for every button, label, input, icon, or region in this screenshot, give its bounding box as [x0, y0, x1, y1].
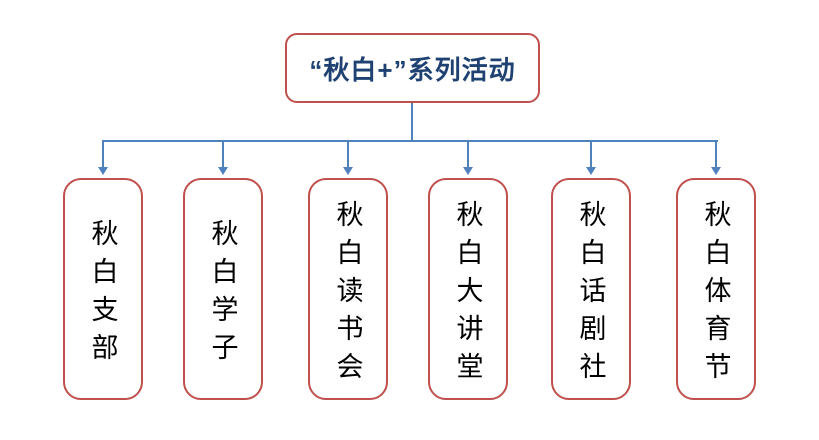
arrow-down-icon — [218, 167, 228, 175]
connector-horizontal-line — [102, 140, 718, 142]
connector-branch-6 — [711, 140, 721, 175]
root-node[interactable]: “秋白+”系列活动 — [285, 33, 540, 103]
connector-branch-1 — [98, 140, 108, 175]
arrow-down-icon — [98, 167, 108, 175]
connector-branch-2 — [218, 140, 228, 175]
branch-node-label: 秋白大讲堂 — [452, 199, 483, 390]
arrow-down-icon — [343, 167, 353, 175]
branch-node-label: 秋白体育节 — [700, 199, 731, 390]
connector-branch-3 — [343, 140, 353, 175]
connector-branch-4 — [463, 140, 473, 175]
arrow-down-icon — [463, 167, 473, 175]
branch-node-1[interactable]: 秋白支部 — [63, 178, 143, 400]
branch-node-3[interactable]: 秋白读书会 — [308, 178, 388, 400]
branch-node-label: 秋白支部 — [87, 218, 118, 371]
branch-node-4[interactable]: 秋白大讲堂 — [428, 178, 508, 400]
branch-node-6[interactable]: 秋白体育节 — [676, 178, 756, 400]
root-node-label: “秋白+”系列活动 — [309, 54, 516, 85]
branch-node-2[interactable]: 秋白学子 — [183, 178, 263, 400]
branch-node-5[interactable]: 秋白话剧社 — [551, 178, 631, 400]
arrow-down-icon — [711, 167, 721, 175]
arrow-down-icon — [586, 167, 596, 175]
branch-node-label: 秋白话剧社 — [575, 199, 606, 390]
connector-stem — [411, 103, 413, 141]
branch-node-label: 秋白读书会 — [332, 199, 363, 390]
connector-branch-5 — [586, 140, 596, 175]
branch-node-label: 秋白学子 — [207, 218, 238, 371]
